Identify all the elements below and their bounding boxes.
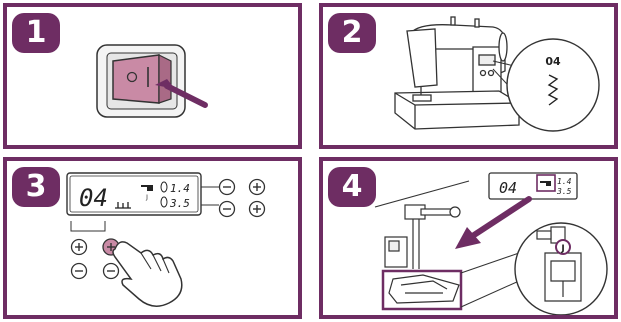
lcd-length-value: 3.5 bbox=[556, 187, 572, 196]
sewing-machine-illustration: 04 bbox=[394, 16, 600, 132]
width-icon bbox=[160, 181, 168, 193]
switch-side bbox=[158, 54, 172, 104]
presser-foot-illustration: 04 1.4 3.5 bbox=[374, 172, 608, 315]
arrow-head bbox=[455, 227, 481, 249]
lcd-display bbox=[66, 172, 202, 216]
press-arrow-icon bbox=[164, 83, 208, 108]
lcd-length-value: 3.5 bbox=[169, 197, 190, 210]
step-number-badge: 4 bbox=[328, 167, 376, 207]
pattern-minus-button[interactable] bbox=[102, 262, 120, 280]
foot-letter-marker bbox=[555, 239, 571, 255]
foot-highlight-box bbox=[381, 269, 463, 311]
width-plus-button[interactable] bbox=[248, 178, 266, 196]
presser-foot-mini-icon bbox=[540, 181, 551, 186]
off-mark-icon bbox=[126, 71, 138, 83]
presser-foot-closeup bbox=[536, 226, 582, 302]
pattern-minus-left-button[interactable] bbox=[70, 262, 88, 280]
sewing-machine-icon bbox=[394, 16, 520, 130]
zigzag-stitch-icon bbox=[547, 74, 559, 106]
presser-foot-mini-icon bbox=[141, 185, 153, 191]
svg-text:J: J bbox=[145, 194, 148, 201]
step-number-badge: 1 bbox=[12, 13, 60, 53]
step-number-badge: 2 bbox=[328, 13, 376, 53]
lcd-pattern-number: 04 bbox=[499, 179, 517, 197]
step-1-panel: 1 bbox=[3, 3, 302, 149]
lcd-width-value: 1.4 bbox=[557, 177, 572, 186]
lcd-pattern-number: 04 bbox=[79, 184, 108, 212]
length-minus-button[interactable] bbox=[218, 200, 236, 218]
step-4-panel: 4 04 1.4 3.5 bbox=[319, 157, 618, 319]
power-switch-illustration bbox=[96, 44, 208, 118]
step-2-panel: 2 04 bbox=[319, 3, 618, 149]
step-number-badge: 3 bbox=[12, 167, 60, 207]
step-3-panel: 3 04 J 1.4 3.5 bbox=[3, 157, 302, 319]
presser-foot-letter: J bbox=[560, 244, 564, 254]
callout-circle bbox=[506, 38, 600, 132]
length-plus-button[interactable] bbox=[248, 200, 266, 218]
callout-leader bbox=[460, 252, 520, 274]
pattern-number-label: 04 bbox=[545, 55, 561, 68]
foot-indicator-highlight bbox=[536, 174, 556, 192]
control-panel-illustration: 04 J 1.4 3.5 bbox=[66, 172, 266, 307]
pattern-plus-left-button[interactable] bbox=[70, 238, 88, 256]
callout-leader bbox=[460, 280, 520, 308]
lcd-width-value: 1.4 bbox=[170, 182, 190, 195]
stitch-symbol-icon bbox=[115, 202, 131, 209]
pointing-hand-icon bbox=[112, 241, 183, 307]
presser-foot-icon bbox=[388, 274, 460, 304]
needle-assembly bbox=[384, 204, 461, 269]
width-minus-button[interactable] bbox=[218, 178, 236, 196]
length-icon bbox=[160, 196, 168, 208]
indicator-arrow bbox=[468, 196, 532, 240]
